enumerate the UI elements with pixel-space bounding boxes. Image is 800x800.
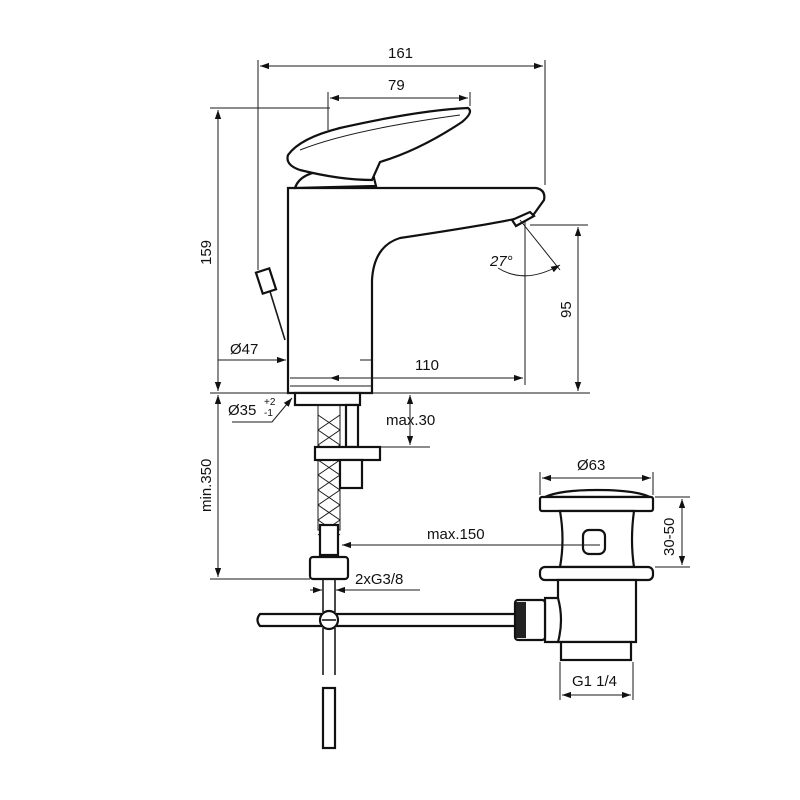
waste-diameter-label: Ø63 (577, 457, 605, 474)
hole-tolerance-plus: +2 (264, 397, 276, 408)
base-diameter-label: Ø47 (230, 341, 258, 358)
spout-angle-label: 27° (489, 253, 513, 270)
waste-thread-label: G1 1/4 (572, 673, 617, 690)
hose-length-label: min.350 (198, 459, 215, 512)
lever-width-label: 79 (388, 77, 405, 94)
mounting-assembly (293, 391, 382, 750)
deck-thickness-label: max.30 (386, 412, 435, 429)
overall-width-label: 161 (388, 45, 413, 62)
drain-rod (256, 609, 518, 631)
hole-tolerance-minus: -1 (264, 408, 273, 419)
hole-diameter-label: Ø35 (228, 402, 256, 419)
waste-range-label: 30-50 (661, 518, 678, 556)
dimension-lines (210, 60, 690, 700)
pop-up-rod (254, 266, 286, 341)
spout-height-label: 95 (558, 301, 575, 318)
lever-handle (286, 106, 472, 190)
waste-valve (513, 488, 655, 662)
connection-label: 2xG3/8 (355, 571, 403, 588)
spout-reach-label: 110 (415, 357, 439, 374)
overall-height-label: 159 (198, 240, 215, 265)
pull-rod-label: max.150 (427, 526, 485, 543)
